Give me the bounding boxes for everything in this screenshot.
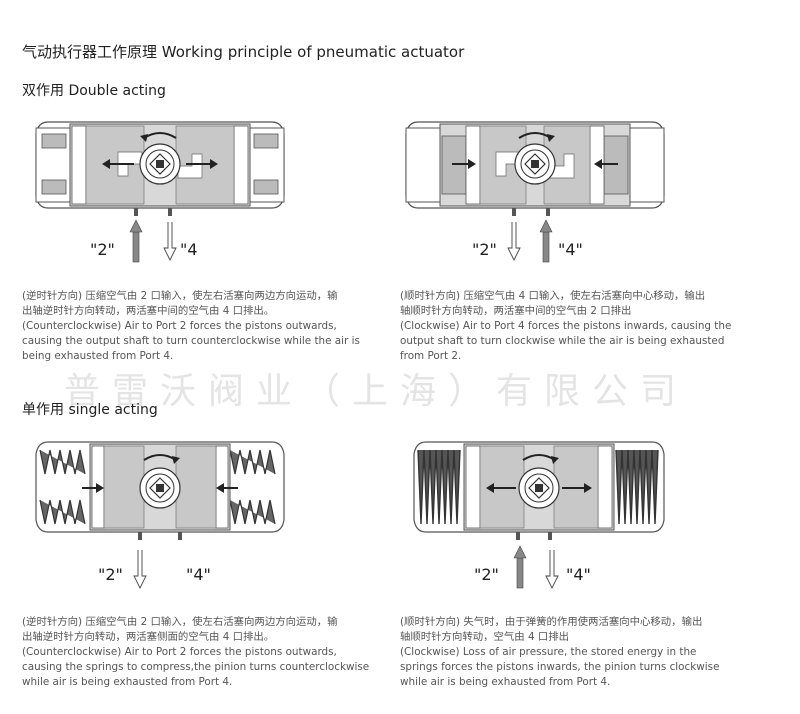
port4-exhaust-arrow bbox=[545, 550, 559, 590]
port-4-label: "4" bbox=[566, 565, 591, 584]
single-acting-cw-diagram bbox=[413, 441, 665, 540]
port2-exhaust-arrow bbox=[133, 550, 147, 590]
single-acting-ccw-diagram bbox=[35, 441, 285, 540]
port4-inlet-arrow bbox=[539, 219, 553, 263]
double-acting-heading: 双作用 Double acting bbox=[22, 83, 166, 99]
port-4-label: "4" bbox=[186, 565, 211, 584]
port2-exhaust-arrow bbox=[507, 222, 521, 262]
port-2-label: "2" bbox=[474, 565, 499, 584]
single-acting-cw-description: (顺时针方向) 失气时，由于弹簧的作用使两活塞向中心移动，输出 轴顺时针方向转动… bbox=[400, 616, 720, 688]
port2-inlet-arrow bbox=[513, 545, 527, 589]
double-acting-ccw-description: (逆时针方向) 压缩空气由 2 口输入，使左右活塞向两边方向运动，输 出轴逆时针… bbox=[22, 290, 360, 362]
company-watermark: 普雷沃阀业（上海）有限公司 bbox=[64, 371, 689, 412]
single-acting-heading: 单作用 single acting bbox=[22, 402, 158, 418]
single-acting-ccw-description: (逆时针方向) 压缩空气由 2 口输入，使左右活塞向两边方向运动，输 出轴逆时针… bbox=[22, 616, 370, 688]
double-acting-cw-diagram bbox=[405, 121, 665, 216]
double-acting-ccw-diagram bbox=[35, 121, 285, 216]
port-4-label: "4" bbox=[558, 240, 583, 259]
port-2-label: "2" bbox=[472, 240, 497, 259]
double-acting-cw-description: (顺时针方向) 压缩空气由 4 口输入，使左右活塞向中心移动，输出 轴顺时针方向… bbox=[400, 290, 732, 362]
page-title: 气动执行器工作原理 Working principle of pneumatic… bbox=[22, 43, 465, 61]
port-2-label: "2" bbox=[90, 240, 115, 259]
port4-exhaust-arrow bbox=[163, 222, 177, 262]
port-4-label: "4 bbox=[180, 240, 198, 259]
port-2-label: "2" bbox=[98, 565, 123, 584]
port2-inlet-arrow bbox=[129, 219, 143, 263]
